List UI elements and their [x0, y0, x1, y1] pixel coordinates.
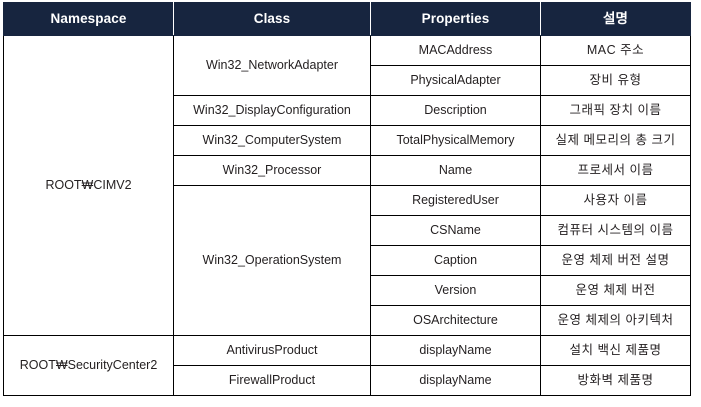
column-header-class: Class — [173, 2, 371, 36]
column-header-properties: Properties — [370, 2, 541, 36]
property-cell: Version — [370, 275, 541, 306]
description-cell: 운영 체제 버전 — [540, 275, 691, 306]
property-cell: OSArchitecture — [370, 305, 541, 336]
property-cell: PhysicalAdapter — [370, 65, 541, 96]
property-cell: MACAddress — [370, 35, 541, 66]
property-cell: CSName — [370, 215, 541, 246]
description-cell: 실제 메모리의 총 크기 — [540, 125, 691, 156]
description-cell: 프로세서 이름 — [540, 155, 691, 186]
description-cell: 그래픽 장치 이름 — [540, 95, 691, 126]
property-cell: RegisteredUser — [370, 185, 541, 216]
column-header-description: 설명 — [540, 2, 691, 36]
namespace-cell: ROOT₩SecurityCenter2 — [3, 335, 174, 396]
description-cell: 방화벽 제품명 — [540, 365, 691, 396]
class-cell: FirewallProduct — [173, 365, 371, 396]
class-cell: Win32_ComputerSystem — [173, 125, 371, 156]
property-cell: Name — [370, 155, 541, 186]
description-cell: 운영 체제 버전 설명 — [540, 245, 691, 276]
property-cell: TotalPhysicalMemory — [370, 125, 541, 156]
column-header-namespace: Namespace — [3, 2, 174, 36]
description-cell: MAC 주소 — [540, 35, 691, 66]
class-cell: AntivirusProduct — [173, 335, 371, 366]
description-cell: 컴퓨터 시스템의 이름 — [540, 215, 691, 246]
table-header-row: Namespace Class Properties 설명 — [3, 2, 691, 36]
description-cell: 운영 체제의 아키텍처 — [540, 305, 691, 336]
property-cell: Description — [370, 95, 541, 126]
description-cell: 장비 유형 — [540, 65, 691, 96]
class-cell: Win32_OperationSystem — [173, 185, 371, 336]
wmi-property-table: Namespace Class Properties 설명 ROOT₩CIMV2… — [3, 2, 691, 396]
class-cell: Win32_Processor — [173, 155, 371, 186]
property-cell: displayName — [370, 335, 541, 366]
property-cell: Caption — [370, 245, 541, 276]
namespace-cell: ROOT₩CIMV2 — [3, 35, 174, 336]
class-cell: Win32_DisplayConfiguration — [173, 95, 371, 126]
description-cell: 설치 백신 제품명 — [540, 335, 691, 366]
description-cell: 사용자 이름 — [540, 185, 691, 216]
property-cell: displayName — [370, 365, 541, 396]
table-header: Namespace Class Properties 설명 — [3, 2, 691, 36]
class-cell: Win32_NetworkAdapter — [173, 35, 371, 96]
